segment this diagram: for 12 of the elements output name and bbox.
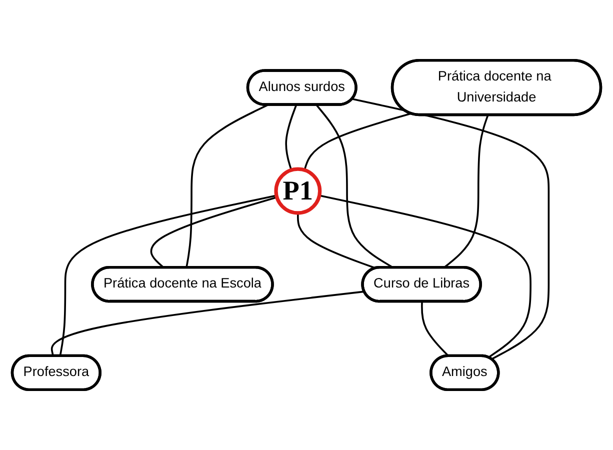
connector xyxy=(285,104,298,170)
node-circle: P1 xyxy=(274,167,322,215)
connector xyxy=(443,114,489,268)
connector xyxy=(59,194,277,356)
connector xyxy=(304,112,412,170)
connector xyxy=(50,290,364,356)
connector xyxy=(186,104,268,268)
connector xyxy=(421,302,450,357)
connector xyxy=(150,196,278,268)
connector xyxy=(352,98,550,360)
connector xyxy=(297,212,376,270)
connector xyxy=(319,194,532,358)
